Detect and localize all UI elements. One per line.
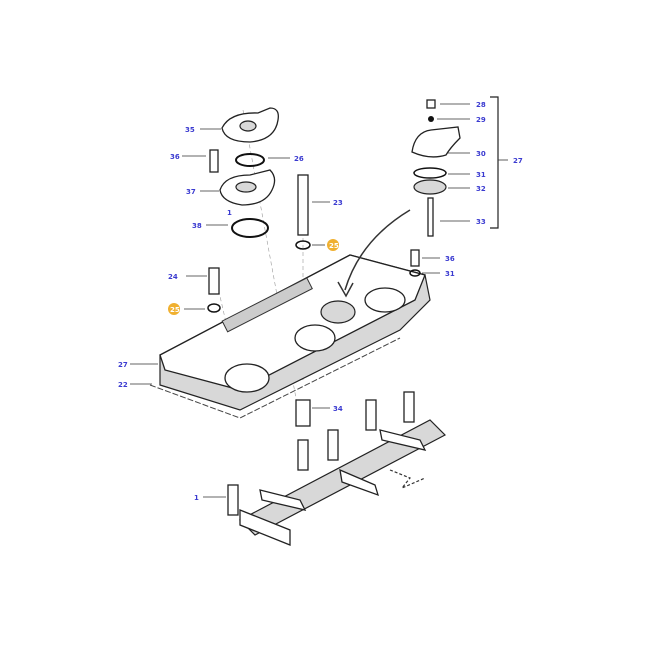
callout-27[interactable]: 27 <box>118 361 128 369</box>
group-bracket <box>490 96 499 229</box>
callout-27[interactable]: 27 <box>513 157 523 165</box>
callout-1[interactable]: 1 <box>194 494 199 502</box>
diaphragm-32 <box>413 179 447 195</box>
spacer-34 <box>295 399 311 427</box>
housing-30 <box>411 126 461 158</box>
callout-30[interactable]: 30 <box>476 150 486 158</box>
callout-23[interactable]: 23 <box>333 199 343 207</box>
seal-29 <box>428 116 434 122</box>
callout-33[interactable]: 33 <box>476 218 486 226</box>
callout-37[interactable]: 37 <box>186 188 196 196</box>
highlight-badge <box>168 303 180 315</box>
callout-1[interactable]: 1 <box>227 209 232 217</box>
o-ring-26 <box>235 153 265 167</box>
callout-28[interactable]: 28 <box>476 101 486 109</box>
rocker-shaft-assembly <box>227 391 447 546</box>
callout-32[interactable]: 32 <box>476 185 486 193</box>
callout-36[interactable]: 36 <box>170 153 180 161</box>
washer-25 <box>295 240 311 250</box>
callout-31[interactable]: 31 <box>476 171 486 179</box>
bolt-36 <box>410 249 420 267</box>
callout-34[interactable]: 34 <box>333 405 343 413</box>
bolt-23 <box>297 174 309 236</box>
callout-25[interactable]: 25 <box>329 242 339 250</box>
callout-29[interactable]: 29 <box>476 116 486 124</box>
bolt-24 <box>208 267 220 295</box>
callout-36[interactable]: 36 <box>445 255 455 263</box>
valve-cover <box>149 254 431 419</box>
o-ring-38 <box>231 218 269 238</box>
callout-25[interactable]: 25 <box>170 306 180 314</box>
washer-25 <box>207 303 221 313</box>
cover-35 <box>221 107 279 143</box>
callout-22[interactable]: 22 <box>118 381 128 389</box>
callout-24[interactable]: 24 <box>168 273 178 281</box>
highlight-badge <box>327 239 339 251</box>
callout-38[interactable]: 38 <box>192 222 202 230</box>
callout-35[interactable]: 35 <box>185 126 195 134</box>
arrow-icon <box>344 209 411 291</box>
bolt-36 <box>209 149 219 173</box>
bolt-33 <box>427 197 434 237</box>
callout-26[interactable]: 26 <box>294 155 304 163</box>
cap-28 <box>426 99 436 109</box>
housing-37 <box>219 169 276 206</box>
callout-31[interactable]: 31 <box>445 270 455 278</box>
